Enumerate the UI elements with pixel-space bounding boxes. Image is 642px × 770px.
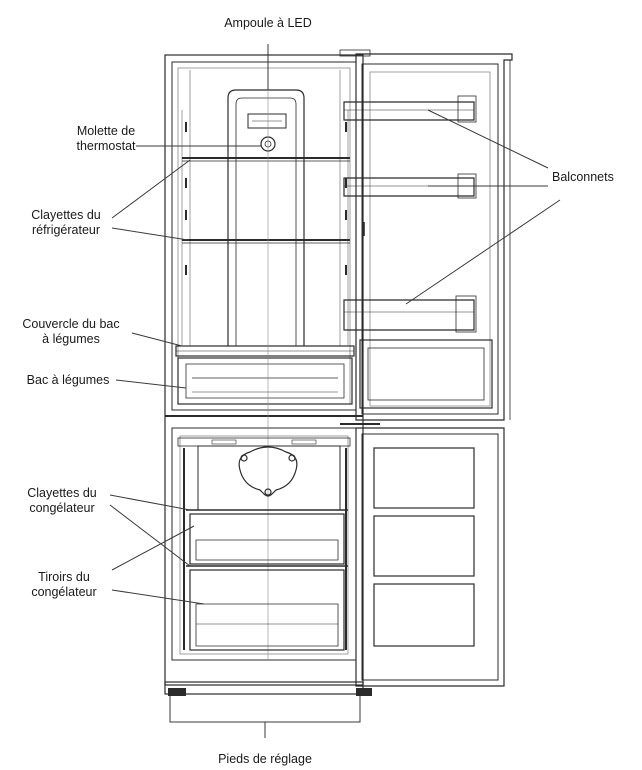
leader-lines — [109, 44, 561, 738]
led-light-column — [227, 89, 305, 346]
fridge-door — [339, 49, 513, 421]
freezer-top-panel — [177, 437, 351, 447]
freezer-door-panel-3 — [373, 583, 475, 647]
label-freezer-drawers-line1: Tiroirs du — [38, 570, 90, 584]
door-balcony-1 — [343, 95, 477, 123]
label-crisper-cover-line1: Couvercle du bac — [22, 317, 120, 331]
label-thermostat-line1: Molette de — [76, 124, 136, 138]
label-freezer-drawers: Tiroirs du congélateur — [14, 570, 114, 600]
label-fridge-shelves-line1: Clayettes du — [31, 208, 101, 222]
label-fridge-shelves: Clayettes du réfrigérateur — [16, 208, 116, 238]
freezer-drawer-2 — [189, 569, 345, 651]
label-freezer-drawers-line2: congélateur — [31, 585, 97, 599]
cabinet-base — [164, 681, 372, 696]
freezer-door-panel-1 — [373, 447, 475, 509]
label-door-balconies: Balconnets — [552, 170, 614, 184]
label-adjustable-feet: Pieds de réglage — [218, 752, 312, 766]
label-freezer-shelves: Clayettes du congélateur — [12, 486, 112, 516]
label-led-bulb: Ampoule à LED — [224, 16, 312, 30]
freezer-drawer-1 — [189, 513, 345, 565]
freezer-top-compartment — [197, 445, 341, 511]
label-crisper-drawer: Bac à légumes — [26, 373, 110, 387]
fridge-door-bottom-bin — [359, 339, 493, 409]
label-freezer-shelves-line1: Clayettes du — [27, 486, 97, 500]
fridge-shelves — [182, 157, 350, 244]
fridge-rear-wall — [181, 70, 349, 346]
label-thermostat-knob: Molette de thermostat — [56, 124, 156, 154]
freezer-door — [340, 423, 505, 687]
door-balcony-3 — [343, 295, 477, 333]
freezer-door-panel-2 — [373, 515, 475, 577]
label-thermostat-line2: thermostat — [76, 139, 136, 153]
label-fridge-shelves-line2: réfrigérateur — [31, 223, 101, 237]
shelf-rails — [185, 122, 347, 275]
label-crisper-cover: Couvercle du bac à légumes — [6, 317, 136, 347]
label-crisper-cover-line2: à légumes — [42, 332, 100, 346]
crisper-cover — [175, 345, 355, 357]
crisper-drawer — [177, 357, 353, 405]
freezer-shelves — [186, 509, 348, 567]
label-freezer-shelves-line2: congélateur — [29, 501, 95, 515]
freezer-side-rails — [183, 448, 347, 650]
freezer-fan-cover — [238, 446, 298, 497]
